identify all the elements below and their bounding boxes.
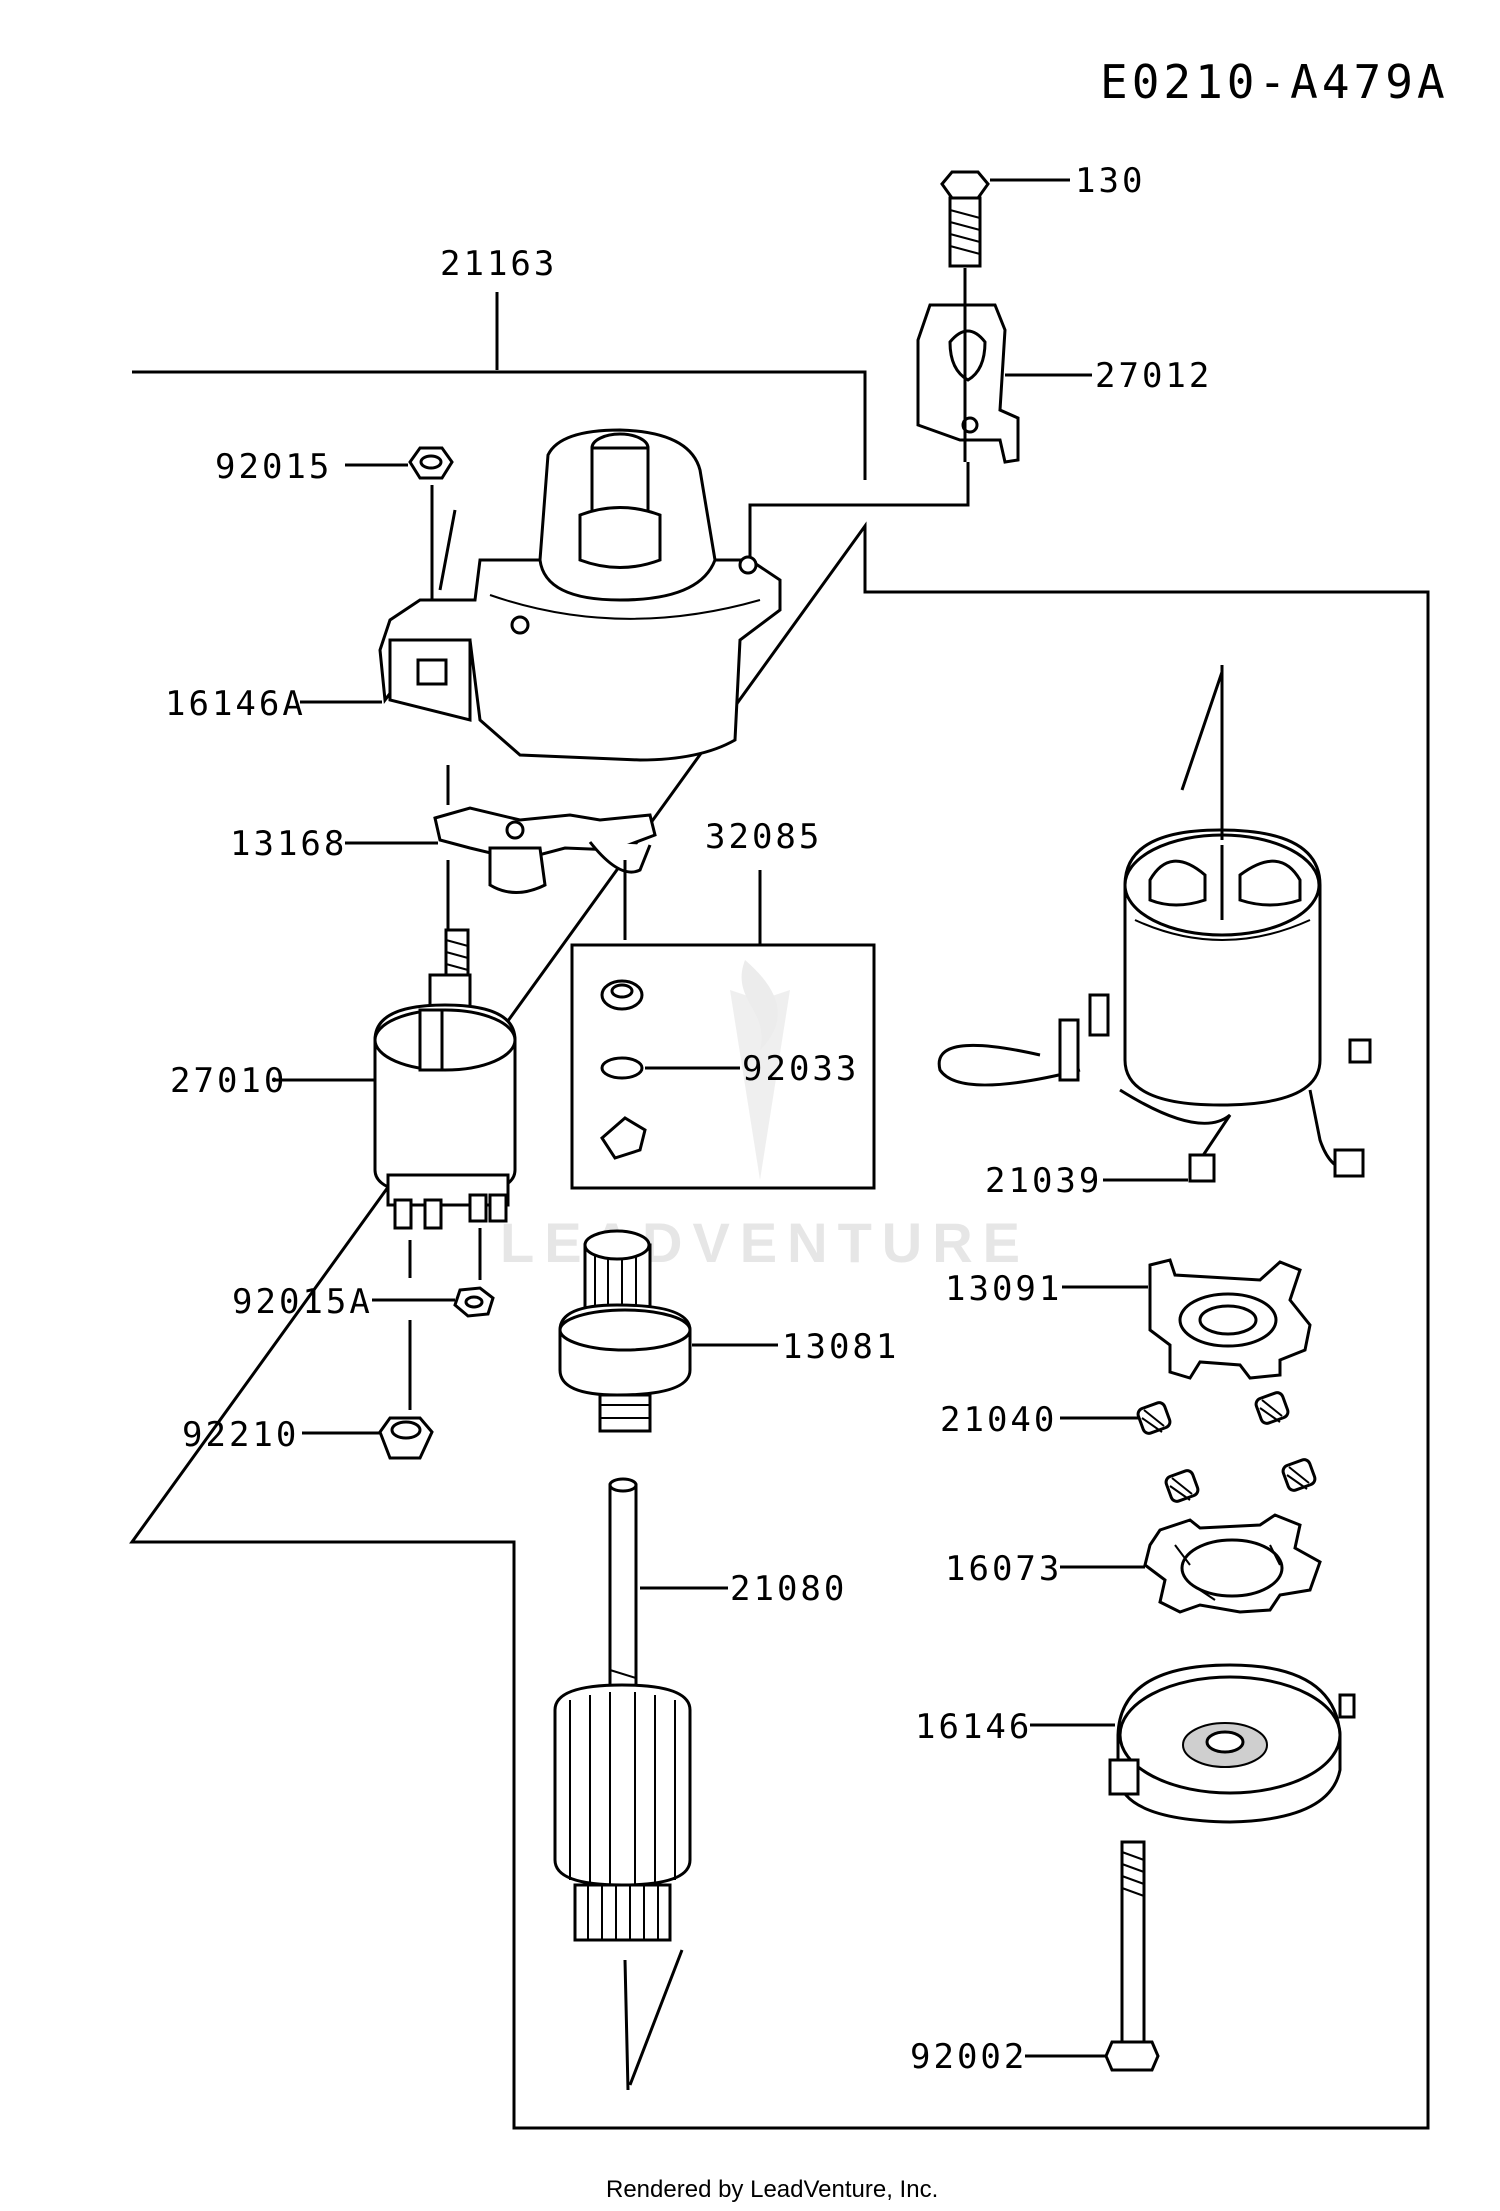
part-yoke-21039 bbox=[937, 828, 1372, 1183]
label-92210: 92210 bbox=[182, 1415, 299, 1455]
watermark-flame-icon bbox=[741, 960, 778, 1050]
label-92015A: 92015A bbox=[232, 1282, 373, 1322]
label-16073: 16073 bbox=[945, 1549, 1062, 1589]
spring-4 bbox=[1281, 1458, 1317, 1492]
watermark-logo-icon bbox=[730, 990, 790, 1180]
axis-21039 bbox=[1180, 665, 1224, 840]
label-92033: 92033 bbox=[742, 1049, 859, 1089]
part-oring-92033 bbox=[600, 1056, 644, 1080]
label-32085: 32085 bbox=[705, 817, 822, 857]
label-27012: 27012 bbox=[1095, 356, 1212, 396]
part-housing-16146A bbox=[378, 428, 782, 762]
label-21080: 21080 bbox=[730, 1569, 847, 1609]
part-nut-92210 bbox=[378, 1416, 434, 1460]
label-16146A: 16146A bbox=[165, 684, 306, 724]
label-13168: 13168 bbox=[230, 824, 347, 864]
watermark-text: LEADVENTURE bbox=[500, 1211, 1030, 1274]
label-13091: 13091 bbox=[945, 1269, 1062, 1309]
label-92015: 92015 bbox=[215, 447, 332, 487]
render-credit: Rendered by LeadVenture, Inc. bbox=[606, 2176, 938, 2203]
link-27012-housing bbox=[748, 462, 970, 560]
spring-1 bbox=[1136, 1401, 1172, 1435]
label-21039: 21039 bbox=[985, 1161, 1102, 1201]
label-27010: 27010 bbox=[170, 1061, 287, 1101]
part-springs-21040 bbox=[1136, 1391, 1317, 1503]
label-21040: 21040 bbox=[940, 1400, 1057, 1440]
part-bracket-27012 bbox=[916, 303, 1020, 464]
part-rear-cover-16146 bbox=[1108, 1663, 1356, 1824]
part-pinion-13081 bbox=[558, 1229, 692, 1433]
part-brush-holder-13091 bbox=[1148, 1258, 1312, 1380]
part-kit-clip-bottom bbox=[600, 1116, 647, 1160]
label-92002: 92002 bbox=[910, 2037, 1027, 2077]
axis-21080 bbox=[623, 1949, 684, 2091]
part-solenoid-27010 bbox=[373, 928, 517, 1230]
part-nut-92015A bbox=[453, 1286, 495, 1318]
part-kit-washer-top bbox=[600, 979, 644, 1011]
label-16146: 16146 bbox=[915, 1707, 1032, 1747]
part-lever-13168 bbox=[433, 806, 657, 894]
spring-3 bbox=[1164, 1469, 1200, 1503]
label-21163: 21163 bbox=[440, 244, 557, 284]
part-armature-21080 bbox=[553, 1477, 692, 1942]
assembly-outline bbox=[129, 370, 1430, 2130]
spring-2 bbox=[1254, 1391, 1290, 1425]
part-nut-92015 bbox=[408, 446, 454, 480]
part-through-bolt-92002 bbox=[1104, 1840, 1160, 2072]
label-13081: 13081 bbox=[782, 1327, 899, 1367]
watermark: LEADVENTURE bbox=[500, 960, 1030, 1274]
diagram-code: E0210-A479A bbox=[1100, 55, 1449, 109]
label-130: 130 bbox=[1075, 161, 1145, 201]
axis-92015 bbox=[430, 485, 457, 620]
part-bolt-130 bbox=[940, 170, 990, 268]
kit-box-32085 bbox=[570, 943, 876, 1190]
part-plate-16073 bbox=[1143, 1513, 1322, 1614]
